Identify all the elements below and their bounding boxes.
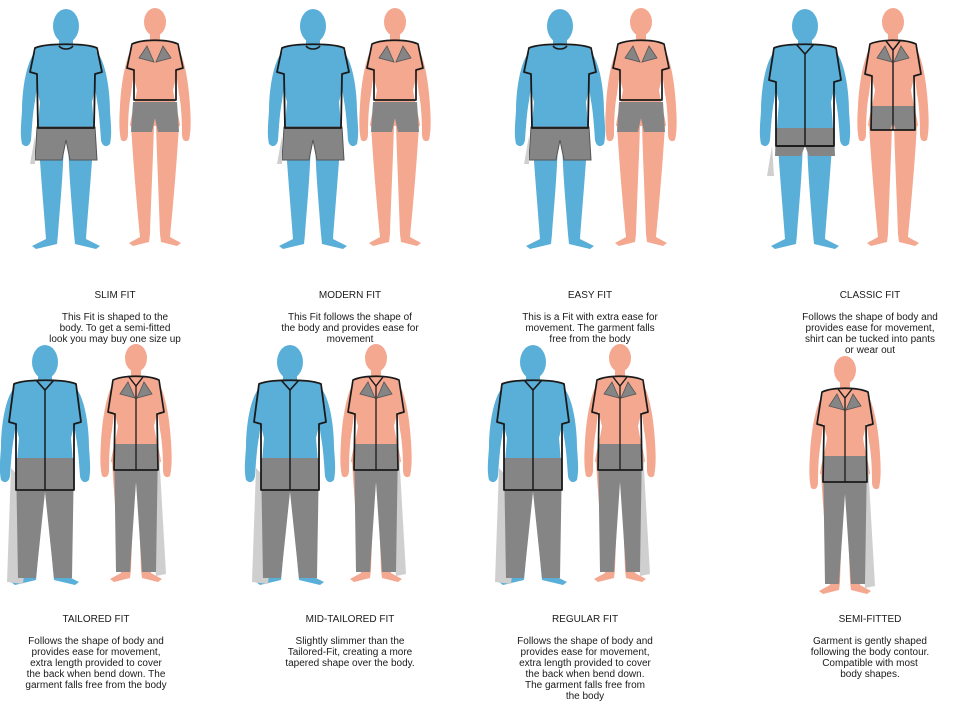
caption-slim-fit: SLIM FIT This Fit is shaped to the body.…: [22, 279, 208, 356]
modern-fit-female-figure: [359, 8, 430, 246]
caption-description: This Fit follows the shape of the body a…: [250, 312, 450, 345]
caption-title: MID-TAILORED FIT: [252, 614, 448, 625]
caption-tailored-fit: TAILORED FIT Follows the shape of body a…: [4, 603, 188, 702]
caption-modern-fit: MODERN FIT This Fit follows the shape of…: [250, 279, 450, 356]
easy-fit-female-figure: [605, 8, 676, 246]
easy-fit-male-figure: [515, 9, 605, 249]
caption-title: MODERN FIT: [250, 290, 450, 301]
slim-fit-female-figure: [119, 8, 190, 246]
mid-tailored-fit-male-figure: [245, 345, 335, 585]
caption-description: Follows the shape of body and provides e…: [4, 636, 188, 691]
caption-description: Garment is gently shaped following the b…: [780, 636, 960, 680]
regular-fit-male-figure: [488, 345, 578, 585]
caption-title: TAILORED FIT: [4, 614, 188, 625]
caption-title: SEMI-FITTED: [780, 614, 960, 625]
caption-title: EASY FIT: [490, 290, 690, 301]
caption-regular-fit: REGULAR FIT Follows the shape of body an…: [490, 603, 680, 713]
mid-tailored-fit-female-figure: [340, 344, 411, 582]
caption-title: SLIM FIT: [22, 290, 208, 301]
caption-description: Slightly slimmer than the Tailored-Fit, …: [252, 636, 448, 669]
caption-easy-fit: EASY FIT This is a Fit with extra ease f…: [490, 279, 690, 356]
caption-title: REGULAR FIT: [490, 614, 680, 625]
caption-description: Follows the shape of body and provides e…: [490, 636, 680, 702]
classic-fit-female-figure: [857, 8, 928, 246]
slim-fit-male-figure: [21, 9, 111, 249]
caption-description: Follows the shape of body and provides e…: [772, 312, 968, 356]
caption-classic-fit: CLASSIC FIT Follows the shape of body an…: [772, 279, 968, 367]
caption-semi-fitted: SEMI-FITTED Garment is gently shaped fol…: [780, 603, 960, 691]
tailored-fit-female-figure: [100, 344, 171, 582]
modern-fit-male-figure: [268, 9, 358, 249]
classic-fit-male-figure: [760, 9, 850, 249]
caption-title: CLASSIC FIT: [772, 290, 968, 301]
tailored-fit-male-figure: [0, 345, 90, 585]
regular-fit-female-figure: [584, 344, 655, 582]
caption-description: This Fit is shaped to the body. To get a…: [22, 312, 208, 345]
caption-description: This is a Fit with extra ease for moveme…: [490, 312, 690, 345]
semi-fitted-female-figure: [809, 356, 880, 594]
caption-mid-tailored-fit: MID-TAILORED FIT Slightly slimmer than t…: [252, 603, 448, 680]
